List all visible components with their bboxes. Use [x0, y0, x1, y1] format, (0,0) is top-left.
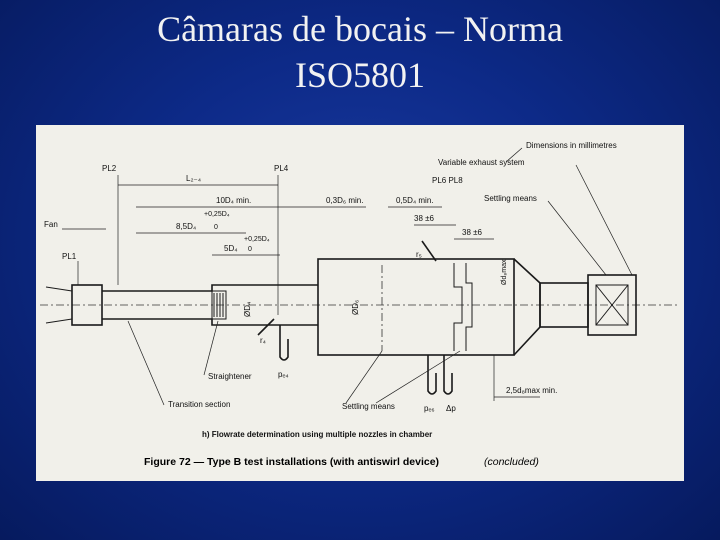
figure-caption-italic: (concluded) — [484, 456, 539, 468]
d8max-label: Ød₈max — [501, 259, 508, 285]
exhaust-leader — [575, 164, 633, 276]
l24-label: L₂₋₄ — [186, 174, 201, 183]
dimensions-note: Dimensions in millimetres — [526, 141, 617, 150]
d6-label: ØD₆ — [351, 300, 360, 315]
nozzle-plate — [381, 263, 473, 351]
dim-zero-a: 0 — [214, 224, 218, 231]
fan-flange — [71, 284, 103, 326]
pe4-label: pₑ₄ — [278, 370, 289, 379]
r5-label: r₅ — [416, 250, 422, 259]
d4-label: ØD₄ — [243, 302, 252, 317]
dim-85d4: 8,5D₄ — [176, 222, 196, 231]
dim-03d6: 0,3D₆ min. — [326, 196, 363, 205]
dim-10d4: 10D₄ min. — [216, 196, 251, 205]
dim-05d4: 0,5D₄ min. — [396, 196, 434, 205]
dim-38-a: 38 ±6 — [414, 214, 435, 223]
duct-top — [102, 284, 318, 292]
subcaption: h) Flowrate determination using multiple… — [202, 430, 432, 439]
manometer-pe4 — [279, 325, 289, 361]
manometer-pe6 — [427, 355, 437, 395]
settling-leader-top — [547, 200, 607, 276]
iso-figure-scan: Dimensions in millimetres Variable exhau… — [36, 125, 684, 481]
slide-title-line-1: Câmaras de bocais – Norma — [157, 9, 563, 49]
dim-tol-a: +0,25D₄ — [204, 211, 230, 218]
settling-means-top-label: Settling means — [484, 194, 537, 203]
pl2-label: PL2 — [102, 164, 117, 173]
dim-zero-b: 0 — [248, 246, 252, 253]
figure-caption: Figure 72 — Type B test installations (w… — [144, 456, 439, 468]
delta-p-label: Δp — [446, 404, 456, 413]
outlet-cone — [513, 258, 541, 356]
pl4-label: PL4 — [274, 164, 289, 173]
manometer-dp — [443, 355, 453, 395]
dim-5d4: 5D₄ — [224, 244, 238, 253]
exhaust-valve — [587, 274, 637, 336]
dim-38-b: 38 ±6 — [462, 228, 483, 237]
fan-label: Fan — [44, 220, 58, 229]
slide-title-line-2: ISO5801 — [294, 55, 425, 95]
straightener — [211, 290, 227, 320]
variable-exhaust-label: Variable exhaust system — [438, 158, 525, 167]
thermometer-r5 — [421, 240, 437, 262]
transition-label: Transition section — [168, 400, 230, 409]
settling-means-bottom-label: Settling means — [342, 402, 395, 411]
dim-25d8: 2,5d₈max min. — [506, 386, 557, 395]
test-installation-diagram: Dimensions in millimetres Variable exhau… — [40, 141, 680, 468]
pl1-label: PL1 — [62, 252, 77, 261]
pe6-label: pₑ₆ — [424, 404, 435, 413]
slide-title: Câmaras de bocais – Norma ISO5801 — [0, 6, 720, 98]
duct-bottom — [102, 318, 318, 326]
pl6-pl8-label: PL6 PL8 — [432, 176, 463, 185]
nozzle-chamber — [317, 258, 515, 356]
thermometer-r4 — [257, 318, 275, 336]
dim-tol-b: +0,25D₄ — [244, 236, 270, 243]
r4-label: r₄ — [260, 336, 266, 345]
straightener-label: Straightener — [208, 372, 252, 381]
